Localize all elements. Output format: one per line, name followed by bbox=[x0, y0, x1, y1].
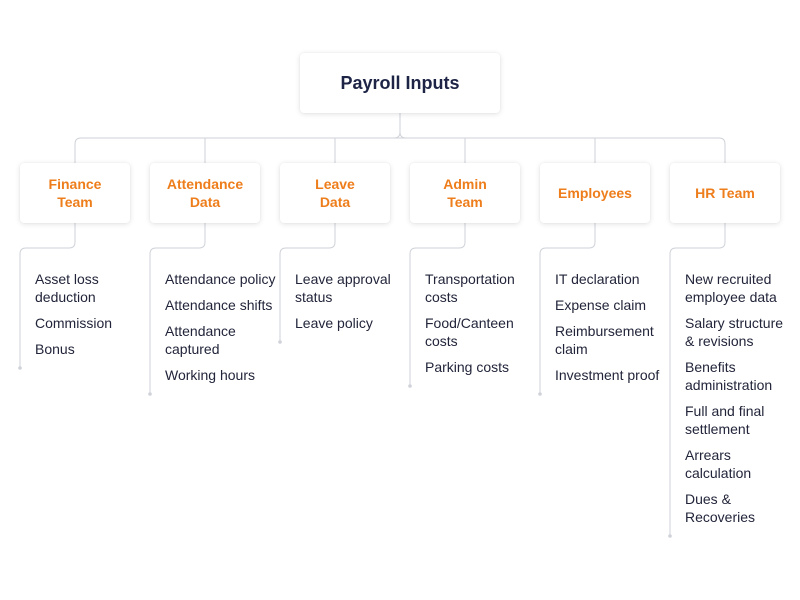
list-item: Attendance shifts bbox=[165, 297, 273, 313]
item-list-leave-data: Leave approval status Leave policy bbox=[295, 270, 417, 340]
list-item: Asset loss deduction bbox=[35, 271, 99, 305]
root-stem-left bbox=[393, 113, 401, 139]
list-item: Full and final settlement bbox=[685, 403, 765, 437]
drop-line-last bbox=[718, 137, 726, 163]
category-label: Employees bbox=[558, 185, 632, 201]
list-item: IT declaration bbox=[555, 271, 640, 287]
item-list-attendance-data: Attendance policy Attendance shifts Atte… bbox=[165, 270, 287, 392]
column-line-end-dot bbox=[18, 366, 22, 370]
column-line-6 bbox=[669, 223, 726, 536]
list-item: Working hours bbox=[165, 367, 256, 383]
list-item: New recruited employee data bbox=[685, 271, 777, 305]
item-list-admin-team: Transportation costs Food/Canteen costs … bbox=[425, 270, 547, 384]
list-item: Bonus bbox=[35, 341, 75, 357]
column-line-4 bbox=[409, 223, 466, 386]
list-item: Commission bbox=[35, 315, 113, 331]
category-label: HR Team bbox=[695, 185, 755, 201]
drop-line-first bbox=[74, 137, 82, 163]
root-label: Payroll Inputs bbox=[340, 72, 460, 93]
root-stem-right bbox=[399, 131, 407, 139]
item-list-employees: IT declaration Expense claim Reimburseme… bbox=[555, 270, 677, 392]
list-item: Investment proof bbox=[555, 367, 660, 383]
root-node: Payroll Inputs bbox=[300, 53, 500, 113]
list-item: Attendance captured bbox=[165, 323, 236, 357]
list-item: Arrears calculation bbox=[685, 447, 752, 481]
column-line-3 bbox=[279, 223, 336, 342]
column-line-5 bbox=[539, 223, 596, 394]
list-item: Transportation costs bbox=[425, 271, 515, 305]
list-item: Parking costs bbox=[425, 359, 510, 375]
column-line-end-dot bbox=[148, 392, 152, 396]
list-item: Leave approval status bbox=[295, 271, 391, 305]
list-item: Leave policy bbox=[295, 315, 373, 331]
list-item: Benefits administration bbox=[685, 359, 773, 393]
category-node-employees: Employees bbox=[540, 163, 650, 223]
column-line-2 bbox=[149, 223, 206, 394]
column-line-end-dot bbox=[278, 340, 282, 344]
list-item: Dues & Recoveries bbox=[685, 491, 756, 525]
list-item: Food/Canteen costs bbox=[425, 315, 514, 349]
item-list-finance-team: Asset loss deduction Commission Bonus bbox=[35, 270, 157, 366]
column-line-end-dot bbox=[538, 392, 542, 396]
list-item: Salary structure & revisions bbox=[685, 315, 784, 349]
item-list-hr-team: New recruited employee data Salary struc… bbox=[685, 270, 795, 534]
list-item: Reimbursement claim bbox=[555, 323, 654, 357]
column-line-1 bbox=[19, 223, 76, 368]
list-item: Attendance policy bbox=[165, 271, 276, 287]
column-line-end-dot bbox=[668, 534, 672, 538]
column-line-end-dot bbox=[408, 384, 412, 388]
category-node-hr-team: HR Team bbox=[670, 163, 780, 223]
list-item: Expense claim bbox=[555, 297, 647, 313]
